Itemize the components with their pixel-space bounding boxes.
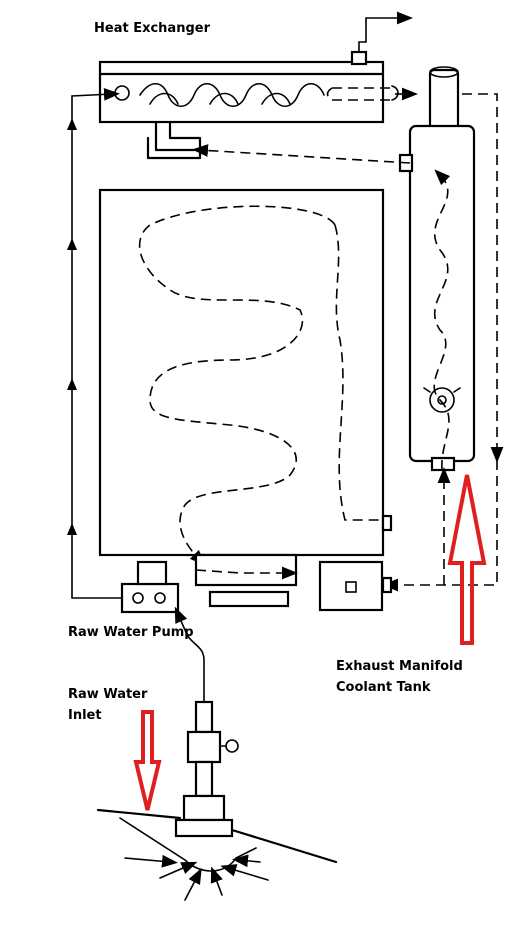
exhaust-manifold-label-line2: Coolant Tank [336,680,431,695]
heat-exchanger-label: Heat Exchanger [94,21,210,36]
engine-block [98,188,385,566]
exhaust-manifold-label-line1: Exhaust Manifold [336,659,463,674]
raw-water-inlet-label-line2: Inlet [68,708,102,723]
raw-water-inlet-label-line1: Raw Water [68,687,148,702]
raw-water-inlet-arrow [133,710,162,811]
lower-components [120,514,393,614]
left-flow-arrows [67,118,77,535]
coolant-tank-arrow [447,474,487,645]
raw-water-pump-label: Raw Water Pump [68,625,194,640]
heat-exchanger [98,11,418,160]
raw-water-intake [96,606,338,901]
